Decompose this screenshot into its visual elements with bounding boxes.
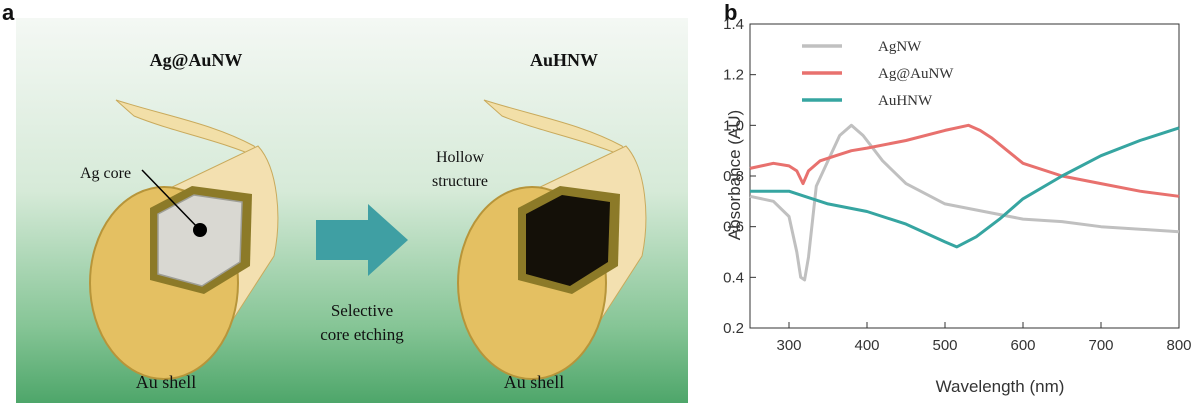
x-tick-label: 600 <box>1010 337 1035 354</box>
left-nanowire <box>89 99 279 380</box>
x-tick-label: 400 <box>854 337 879 354</box>
shell-label-left: Au shell <box>136 372 197 392</box>
legend-label: AgNW <box>878 39 922 55</box>
chart-legend: AgNW Ag@AuNW AuHNW <box>802 39 954 109</box>
y-tick-label: 0.8 <box>723 168 744 185</box>
right-tube-tail <box>483 99 634 162</box>
chart-lines <box>749 123 1180 282</box>
chart-axes: 300 400 500 600 700 800 0.2 0.4 0.6 0.8 1.0 1.2 1.4 <box>723 16 1191 354</box>
y-axis-label: Absorbance (AU) <box>725 110 744 240</box>
left-tube-tail <box>115 99 266 162</box>
legend-label: Ag@AuNW <box>878 66 954 82</box>
etching-arrow <box>316 204 408 276</box>
hollow-label-line2: structure <box>432 173 488 190</box>
x-tick-label: 500 <box>932 337 957 354</box>
x-tick-label: 700 <box>1088 337 1113 354</box>
plot-frame <box>749 23 1180 329</box>
arrow-label-line2: core etching <box>320 325 404 344</box>
legend-label: AuHNW <box>878 93 933 109</box>
x-tick-label: 300 <box>776 337 801 354</box>
y-tick-label: 0.4 <box>723 269 744 286</box>
ag-core <box>157 194 243 287</box>
series-line-agnw <box>749 123 1180 282</box>
ag-core-label: Ag core <box>80 165 131 182</box>
panel-label-a: a <box>2 0 15 25</box>
y-tick-label: 0.6 <box>723 219 744 236</box>
shell-label-right: Au shell <box>504 372 565 392</box>
x-tick-label: 800 <box>1166 337 1191 354</box>
schematic-diagram: Ag@AuNW AuHNW Ag core Selective core etc… <box>16 18 688 403</box>
right-title: AuHNW <box>530 50 598 70</box>
series-line-auhnw <box>750 126 1180 249</box>
right-nanowire <box>457 99 647 380</box>
panel-label-b: b <box>724 0 738 25</box>
y-tick-label: 1.0 <box>723 117 744 134</box>
y-tick-label: 1.2 <box>723 67 744 84</box>
series-line-ag-aunw <box>749 123 1180 198</box>
y-tick-label: 1.4 <box>723 16 744 33</box>
left-title: Ag@AuNW <box>150 50 243 70</box>
y-tick-label: 0.2 <box>723 320 744 337</box>
hollow-cavity <box>526 195 610 286</box>
hollow-label-line1: Hollow <box>436 149 484 166</box>
x-axis-label: Wavelength (nm) <box>936 377 1065 396</box>
ag-core-pointer <box>141 169 201 231</box>
arrow-label-line1: Selective <box>331 301 393 320</box>
